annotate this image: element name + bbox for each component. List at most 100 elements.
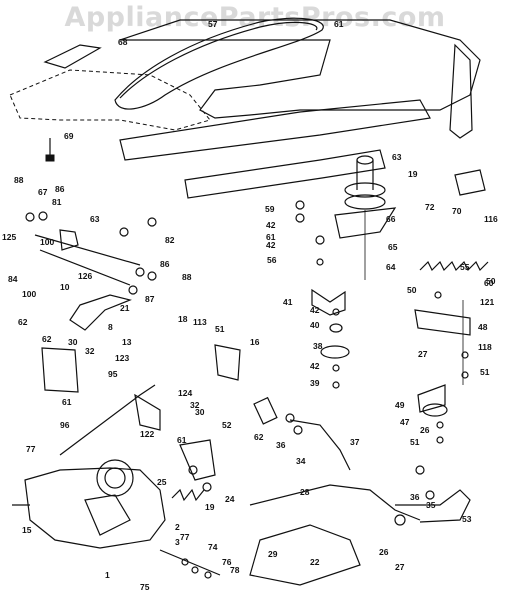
callout-32-1: 32 — [85, 346, 95, 356]
pulley-stack — [334, 155, 397, 280]
callout-100-2: 100 — [22, 289, 36, 299]
callout-68: 68 — [118, 37, 128, 47]
callout-77-1: 77 — [26, 444, 36, 454]
callout-88-2: 88 — [182, 272, 192, 282]
callout-61-2: 61 — [266, 232, 276, 242]
callout-63-2: 63 — [90, 214, 100, 224]
callout-3: 3 — [175, 537, 180, 547]
callout-61-3: 61 — [62, 397, 72, 407]
rod-28 — [249, 484, 421, 521]
callout-84: 84 — [8, 274, 18, 284]
callout-27-2: 27 — [418, 349, 428, 359]
callout-126: 126 — [78, 271, 92, 281]
callout-86-1: 86 — [55, 184, 65, 194]
callout-36-1: 36 — [276, 440, 286, 450]
callout-41: 41 — [283, 297, 293, 307]
callout-51-2: 51 — [410, 437, 420, 447]
callout-78: 78 — [230, 565, 240, 575]
callout-13: 13 — [122, 337, 132, 347]
rod-95 — [59, 384, 156, 456]
callout-125: 125 — [2, 232, 16, 242]
callout-39: 39 — [310, 378, 320, 388]
callout-61-1: 61 — [334, 19, 344, 29]
callout-75: 75 — [140, 582, 150, 592]
callout-122: 122 — [140, 429, 154, 439]
callout-56: 56 — [267, 255, 277, 265]
callout-8: 8 — [108, 322, 113, 332]
bracket-70 — [454, 169, 486, 196]
callout-1: 1 — [105, 570, 110, 580]
callout-100-1: 100 — [40, 237, 54, 247]
pin-62 — [253, 396, 278, 425]
callout-62-2: 62 — [42, 334, 52, 344]
pulley-38 — [320, 345, 350, 359]
callout-113: 113 — [193, 317, 207, 327]
callout-25: 25 — [157, 477, 167, 487]
rod-53 — [395, 489, 471, 523]
pulley-40 — [329, 323, 343, 333]
callout-27-1: 27 — [395, 562, 405, 572]
callout-42-1: 42 — [266, 220, 276, 230]
bracket-62 — [41, 347, 79, 393]
callout-124: 124 — [178, 388, 192, 398]
spring-25 — [171, 488, 205, 502]
callout-81: 81 — [52, 197, 62, 207]
drive-belt — [114, 17, 324, 110]
callout-28: 28 — [300, 487, 310, 497]
callout-88-1: 88 — [14, 175, 24, 185]
callout-49: 49 — [395, 400, 405, 410]
brake-arm — [134, 344, 241, 481]
callout-121: 121 — [480, 297, 494, 307]
transaxle — [12, 459, 221, 576]
callout-87: 87 — [145, 294, 155, 304]
callout-60: 60 — [484, 278, 494, 288]
callout-10: 10 — [60, 282, 70, 292]
callout-35: 35 — [426, 500, 436, 510]
callout-19-1: 19 — [205, 502, 215, 512]
callout-59: 59 — [265, 204, 275, 214]
callout-21: 21 — [120, 303, 130, 313]
callout-77-2: 77 — [180, 532, 190, 542]
callout-64: 64 — [386, 262, 396, 272]
bolt-69 — [45, 138, 55, 162]
callout-61-4: 61 — [177, 435, 187, 445]
callout-51-1: 51 — [215, 324, 225, 334]
callout-65: 65 — [388, 242, 398, 252]
callout-16: 16 — [250, 337, 260, 347]
callout-42-2: 42 — [266, 240, 276, 250]
callout-66: 66 — [386, 214, 396, 224]
callout-52: 52 — [222, 420, 232, 430]
callout-50-2: 50 — [486, 276, 496, 286]
callout-118: 118 — [478, 342, 492, 352]
callout-30-1: 30 — [68, 337, 78, 347]
bracket-68 — [43, 44, 102, 69]
callout-69: 69 — [64, 131, 74, 141]
spring-55 — [419, 260, 489, 272]
callout-123: 123 — [115, 353, 129, 363]
rod-22 — [249, 524, 361, 586]
frame-top — [9, 19, 481, 199]
callout-96: 96 — [60, 420, 70, 430]
hardware-misc — [25, 200, 469, 579]
callout-67: 67 — [38, 187, 48, 197]
callout-26-2: 26 — [420, 425, 430, 435]
callout-116: 116 — [484, 214, 498, 224]
callout-19-2: 19 — [408, 169, 418, 179]
rod-37 — [289, 419, 351, 471]
callout-32-2: 32 — [190, 400, 200, 410]
callout-42-4: 42 — [310, 361, 320, 371]
callout-53: 53 — [462, 514, 472, 524]
callout-37: 37 — [350, 437, 360, 447]
callout-72: 72 — [425, 202, 435, 212]
callout-55: 55 — [460, 262, 470, 272]
callout-29: 29 — [268, 549, 278, 559]
linkage-left — [34, 229, 141, 331]
callout-74: 74 — [208, 542, 218, 552]
callout-38: 38 — [313, 341, 323, 351]
callout-30-2: 30 — [195, 407, 205, 417]
idler-right — [414, 300, 471, 417]
callout-24: 24 — [225, 494, 235, 504]
callout-70: 70 — [452, 206, 462, 216]
callout-63-1: 63 — [392, 152, 402, 162]
callout-2: 2 — [175, 522, 180, 532]
